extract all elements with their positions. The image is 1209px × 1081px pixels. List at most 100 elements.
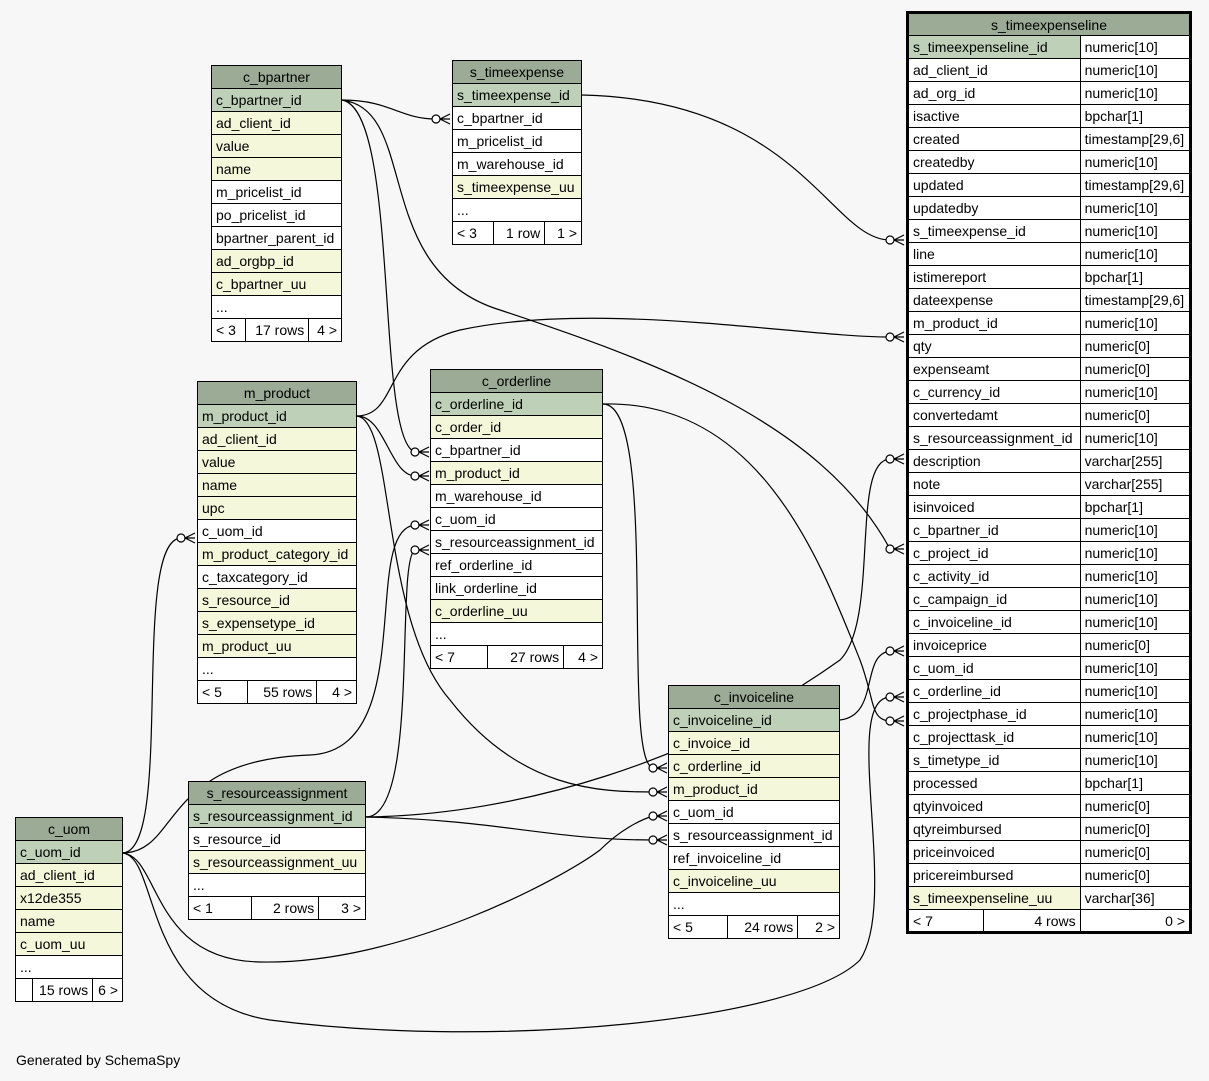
table-row[interactable]: s_resourceassignment_id <box>188 804 366 828</box>
table-title[interactable]: c_orderline <box>430 369 603 393</box>
table-row[interactable]: c_uom_id <box>430 507 603 531</box>
column-name[interactable]: ad_client_id <box>197 427 357 451</box>
table-row[interactable]: c_bpartner_id <box>211 88 342 112</box>
parents-count[interactable]: < 7 <box>430 645 488 669</box>
column-name[interactable]: s_expensetype_id <box>197 611 357 635</box>
table-row[interactable]: c_uom_id <box>15 840 123 864</box>
column-name[interactable]: c_orderline_uu <box>430 599 603 623</box>
table-row[interactable]: c_bpartner_id <box>430 438 603 462</box>
column-name[interactable]: m_product_id <box>197 404 357 428</box>
table-row[interactable]: c_bpartner_id <box>452 106 582 130</box>
column-name[interactable]: s_resourceassignment_id <box>907 426 1081 450</box>
column-name[interactable]: s_timetype_id <box>907 748 1081 772</box>
table-row[interactable]: s_resource_id <box>188 827 366 851</box>
table-row[interactable]: ref_invoiceline_id <box>668 846 840 870</box>
column-name[interactable]: m_warehouse_id <box>452 152 582 176</box>
column-name[interactable]: updatedby <box>907 196 1081 220</box>
table-row[interactable]: c_invoice_id <box>668 731 840 755</box>
table-row[interactable]: c_bpartner_uu <box>211 272 342 296</box>
column-name[interactable]: ref_orderline_id <box>430 553 603 577</box>
table-row[interactable]: s_timeexpense_id <box>452 83 582 107</box>
children-count[interactable]: 4 > <box>563 645 603 669</box>
table-title[interactable]: m_product <box>197 381 357 405</box>
table-row[interactable]: ... <box>668 892 840 916</box>
column-name[interactable]: c_bpartner_id <box>430 438 603 462</box>
column-name[interactable]: bpartner_parent_id <box>211 226 342 250</box>
column-name[interactable]: s_resource_id <box>188 827 366 851</box>
column-name[interactable]: ... <box>211 295 342 319</box>
column-name[interactable]: s_resource_id <box>197 588 357 612</box>
column-name[interactable]: ad_client_id <box>907 58 1081 82</box>
column-name[interactable]: ad_org_id <box>907 81 1081 105</box>
table-row[interactable]: c_invoiceline_uu <box>668 869 840 893</box>
column-name[interactable]: m_product_id <box>668 777 840 801</box>
column-name[interactable]: expenseamt <box>907 357 1081 381</box>
table-row[interactable]: ad_client_id <box>15 863 123 887</box>
table-row[interactable]: c_taxcategory_id <box>197 565 357 589</box>
column-name[interactable]: ... <box>197 657 357 681</box>
table-row[interactable]: s_resourceassignment_id <box>668 823 840 847</box>
column-name[interactable]: processed <box>907 771 1081 795</box>
column-name[interactable]: s_resourceassignment_id <box>668 823 840 847</box>
column-name[interactable]: c_taxcategory_id <box>197 565 357 589</box>
table-row[interactable]: s_resourceassignment_id <box>430 530 603 554</box>
column-name[interactable]: m_warehouse_id <box>430 484 603 508</box>
table-title[interactable]: s_timeexpenseline <box>907 12 1191 36</box>
column-name[interactable]: c_currency_id <box>907 380 1081 404</box>
table-row[interactable]: c_orderline_id <box>668 754 840 778</box>
column-name[interactable]: convertedamt <box>907 403 1081 427</box>
column-name[interactable]: c_bpartner_uu <box>211 272 342 296</box>
column-name[interactable]: ref_invoiceline_id <box>668 846 840 870</box>
column-name[interactable]: dateexpense <box>907 288 1081 312</box>
parents-count[interactable]: < 5 <box>667 915 729 939</box>
column-name[interactable]: description <box>907 449 1081 473</box>
column-name[interactable]: s_resourceassignment_id <box>430 530 603 554</box>
column-name[interactable]: c_project_id <box>907 541 1081 565</box>
column-name[interactable]: po_pricelist_id <box>211 203 342 227</box>
table-row[interactable]: c_orderline_uu <box>430 599 603 623</box>
table-row[interactable]: ... <box>188 873 366 897</box>
parents-count[interactable]: < 7 <box>906 909 985 933</box>
column-name[interactable]: m_product_id <box>907 311 1081 335</box>
column-name[interactable]: value <box>197 450 357 474</box>
column-name[interactable]: c_invoiceline_uu <box>668 869 840 893</box>
column-name[interactable]: line <box>907 242 1081 266</box>
column-name[interactable]: link_orderline_id <box>430 576 603 600</box>
table-row[interactable]: name <box>211 157 342 181</box>
column-name[interactable]: c_uom_id <box>907 656 1081 680</box>
table-row[interactable]: m_product_id <box>430 461 603 485</box>
column-name[interactable]: pricereimbursed <box>907 863 1081 887</box>
children-count[interactable]: 4 > <box>308 318 342 342</box>
table-row[interactable]: ad_orgbp_id <box>211 249 342 273</box>
table-row[interactable]: value <box>197 450 357 474</box>
table-row[interactable]: ... <box>15 955 123 979</box>
column-name[interactable]: s_timeexpense_id <box>907 219 1081 243</box>
column-name[interactable]: upc <box>197 496 357 520</box>
column-name[interactable]: c_uom_id <box>668 800 840 824</box>
column-name[interactable]: name <box>197 473 357 497</box>
column-name[interactable]: ... <box>15 955 123 979</box>
column-name[interactable]: qtyinvoiced <box>907 794 1081 818</box>
table-row[interactable]: c_order_id <box>430 415 603 439</box>
table-row[interactable]: ... <box>211 295 342 319</box>
